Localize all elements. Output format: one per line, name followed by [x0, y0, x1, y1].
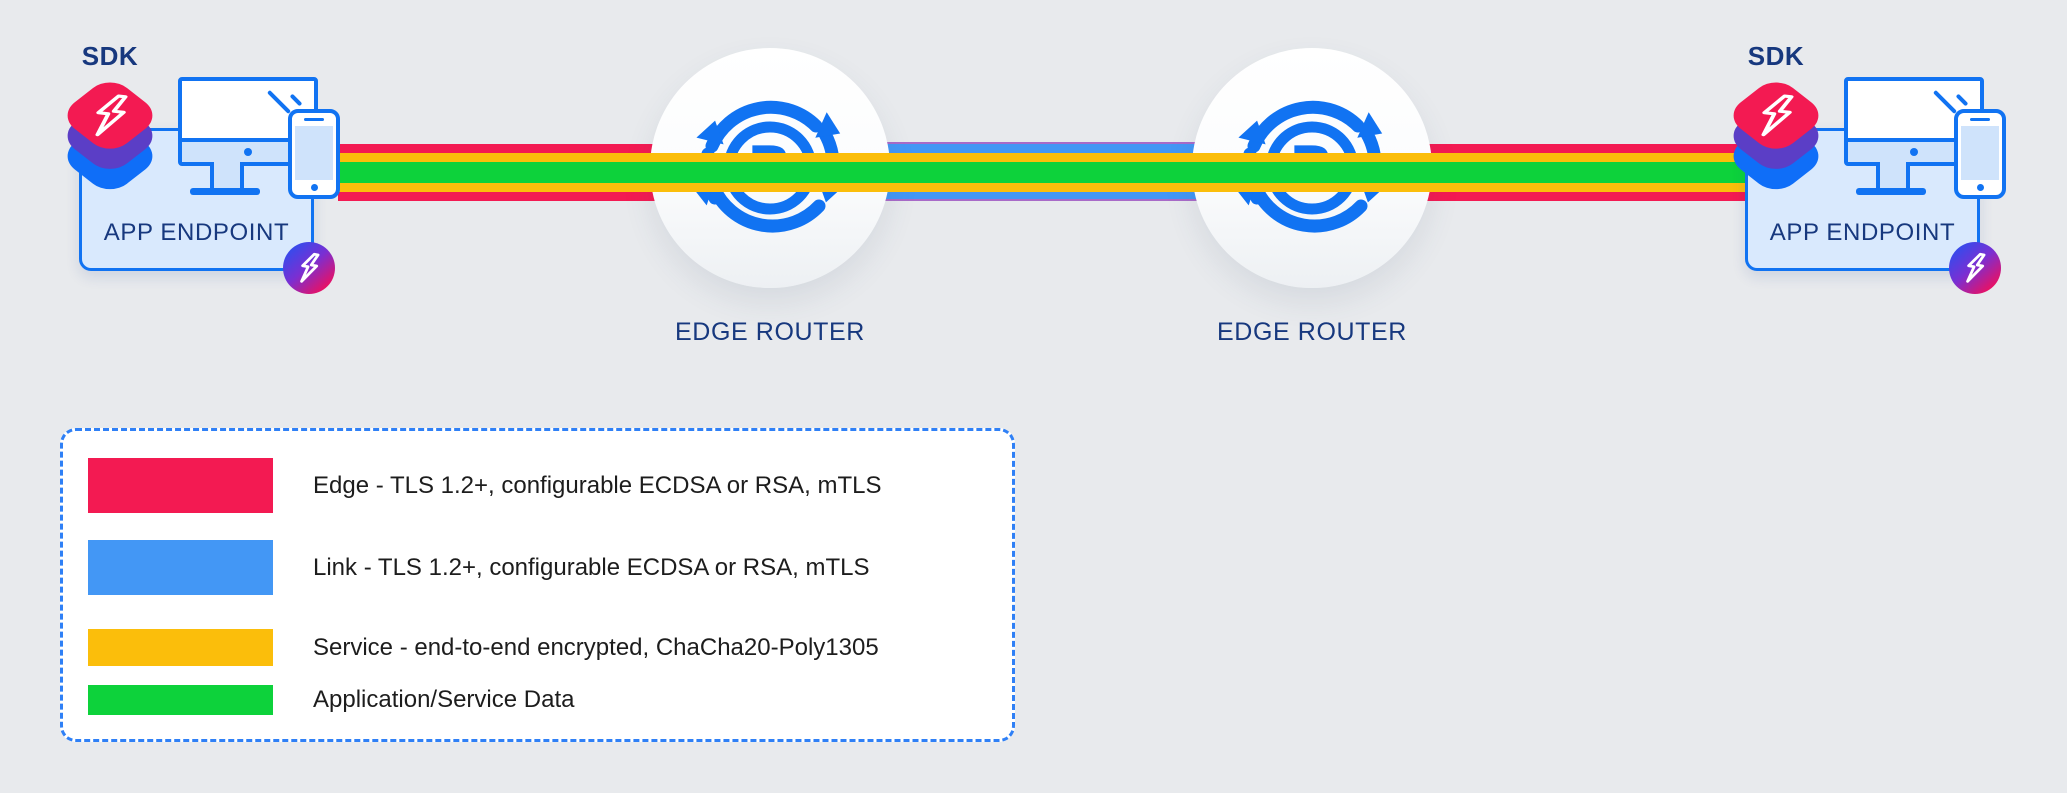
monitor-stand	[1876, 162, 1910, 188]
app-endpoint-left: SDK APP ENDPOINT	[52, 35, 352, 315]
phone-home-button	[1976, 184, 1984, 191]
phone-icon	[1954, 109, 2006, 199]
legend-item-edge: Edge - TLS 1.2+, configurable ECDSA or R…	[63, 458, 1012, 513]
monitor-camera-dot	[1910, 148, 1918, 156]
legend-swatch-edge	[88, 458, 273, 513]
app-endpoint-label: APP ENDPOINT	[103, 219, 290, 246]
app-endpoint-right: SDK APP ENDPOINT	[1718, 35, 2018, 315]
edge-stripe-right-top	[1314, 144, 1745, 153]
legend-swatch-link	[88, 540, 273, 595]
link-stripe-top	[770, 142, 1316, 153]
ziti-bolt-icon	[1761, 94, 1794, 137]
legend-label-link: Link - TLS 1.2+, configurable ECDSA or R…	[313, 553, 870, 581]
ziti-badge-icon	[283, 242, 335, 294]
monitor-camera-dot	[244, 148, 252, 156]
ziti-badge-icon	[1949, 242, 2001, 294]
screen-reflection	[266, 89, 292, 115]
sdk-stack-icon	[54, 74, 166, 208]
edge-stripe-left-bottom	[338, 192, 772, 201]
phone-icon	[288, 109, 340, 199]
legend-label-edge: Edge - TLS 1.2+, configurable ECDSA or R…	[313, 471, 882, 499]
phone-speaker	[304, 118, 324, 121]
edge-stripe-left-top	[338, 144, 772, 153]
service-stripe-bottom	[338, 183, 1745, 192]
sdk-label: SDK	[81, 41, 139, 71]
endpoint-badge-connector-line	[311, 193, 314, 255]
edge-router-label-left: EDGE ROUTER	[675, 318, 865, 346]
legend-swatch-app-data	[88, 685, 273, 715]
ziti-bolt-icon	[300, 252, 320, 283]
app-endpoint-label: APP ENDPOINT	[1769, 219, 1956, 246]
screen-reflection	[1955, 93, 1969, 107]
edge-router-label-right: EDGE ROUTER	[1217, 318, 1407, 346]
legend-label-app-data: Application/Service Data	[313, 686, 575, 713]
monitor-base	[190, 188, 260, 195]
legend-item-service: Service - end-to-end encrypted, ChaCha20…	[63, 629, 1012, 666]
sdk-stack-icon	[1720, 74, 1832, 208]
phone-home-button	[310, 184, 318, 191]
service-stripe-top	[338, 153, 1745, 162]
legend-swatch-service	[88, 629, 273, 666]
legend-box: Edge - TLS 1.2+, configurable ECDSA or R…	[60, 428, 1015, 742]
legend-item-link: Link - TLS 1.2+, configurable ECDSA or R…	[63, 540, 1012, 595]
edge-stripe-right-bottom	[1314, 192, 1745, 201]
app-data-stripe	[338, 162, 1745, 183]
phone-speaker	[1970, 118, 1990, 121]
ziti-bolt-icon	[1966, 252, 1986, 283]
link-stripe-bottom	[770, 192, 1316, 201]
monitor-base	[1856, 188, 1926, 195]
ziti-bolt-icon	[95, 94, 128, 137]
phone-screen	[1961, 126, 1999, 180]
sdk-label: SDK	[1747, 41, 1805, 71]
phone-screen	[295, 126, 333, 180]
screen-reflection	[289, 93, 303, 107]
screen-reflection	[1932, 89, 1958, 115]
legend-item-app-data: Application/Service Data	[63, 685, 1012, 715]
endpoint-badge-connector-line	[1977, 193, 1980, 255]
legend-label-service: Service - end-to-end encrypted, ChaCha20…	[313, 633, 879, 661]
monitor-stand	[210, 162, 244, 188]
